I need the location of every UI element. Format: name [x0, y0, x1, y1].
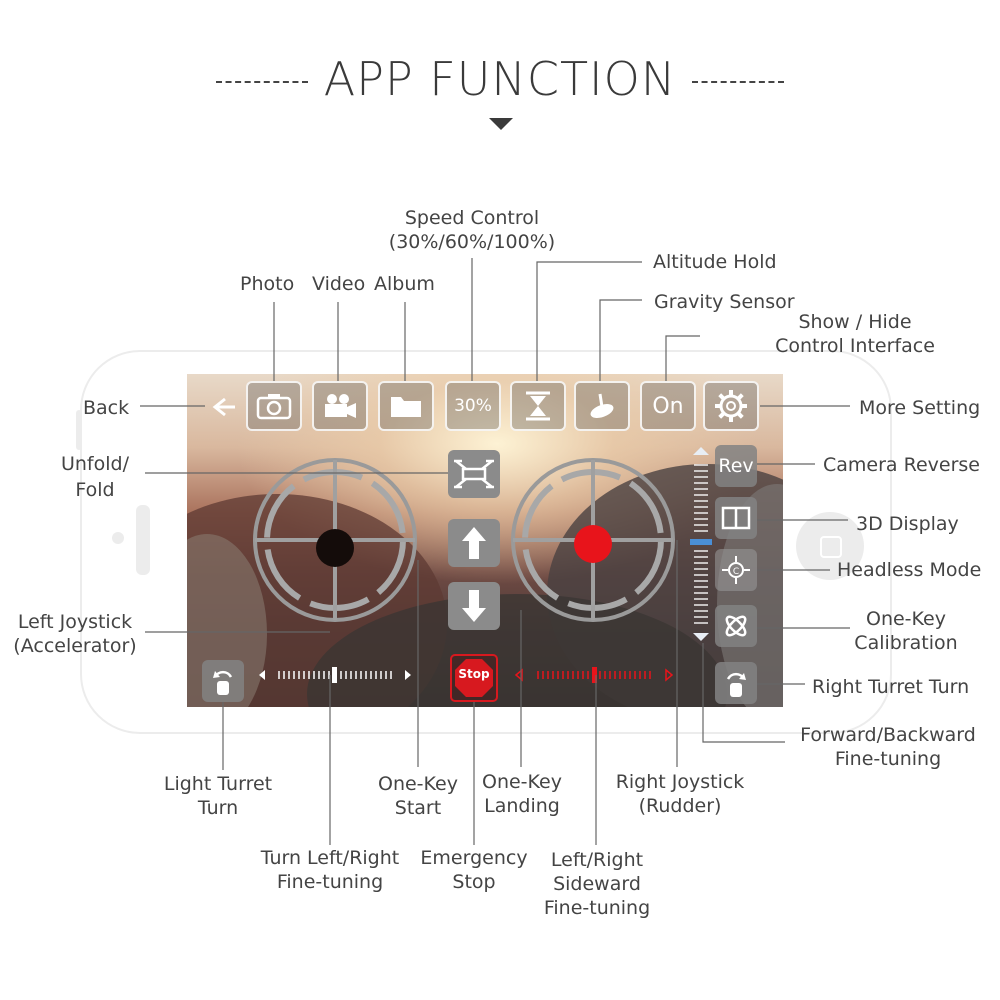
- label-right-turret-turn: Right Turret Turn: [812, 676, 970, 698]
- headless-mode-icon: C: [722, 556, 750, 584]
- headless-mode-button[interactable]: C: [715, 549, 757, 591]
- light-turret-turn-button[interactable]: [202, 660, 244, 702]
- label-camera-reverse: Camera Reverse: [823, 454, 980, 476]
- altitude-hold-button[interactable]: [510, 381, 566, 431]
- right-joystick-knob: [574, 525, 612, 563]
- back-button[interactable]: [205, 394, 239, 420]
- label-left-joystick-1: Left Joystick: [17, 611, 133, 633]
- altitude-hold-icon: [526, 391, 550, 421]
- label-turn-fine-1: Turn Left/Right: [260, 847, 400, 869]
- gear-icon: [715, 390, 747, 422]
- label-right-joystick-2: (Rudder): [638, 795, 722, 817]
- title-down-arrow-icon: [489, 118, 513, 130]
- phone-speaker: [136, 505, 150, 575]
- label-calibration-1: One-Key: [866, 608, 946, 630]
- label-forward-backward-1: Forward/Backward: [800, 724, 976, 746]
- left-joystick[interactable]: [250, 455, 420, 625]
- leader-show-hide: [665, 335, 700, 381]
- label-video: Video: [312, 273, 366, 295]
- label-emergency-1: Emergency: [420, 847, 528, 869]
- label-sideward-1: Left/Right: [550, 849, 644, 871]
- label-headless-mode: Headless Mode: [837, 559, 982, 581]
- folder-icon: [391, 397, 421, 417]
- label-emergency-2: Stop: [452, 871, 496, 893]
- leader-altitude: [536, 261, 642, 381]
- turn-fine-tuning-trim[interactable]: [255, 665, 415, 685]
- label-speed-control: Speed Control: [404, 207, 540, 229]
- label-light-turret-2: Turn: [197, 797, 239, 819]
- turret-turn-icon: [726, 672, 746, 697]
- label-album: Album: [374, 273, 435, 295]
- label-calibration-2: Calibration: [854, 632, 958, 654]
- camera-icon: [256, 394, 292, 420]
- label-light-turret-1: Light Turret: [163, 773, 273, 795]
- arrow-down-icon: [462, 590, 486, 622]
- video-button[interactable]: [312, 381, 368, 431]
- sideward-fine-tuning-trim[interactable]: [512, 665, 677, 685]
- label-altitude-hold: Altitude Hold: [653, 251, 777, 273]
- forward-backward-fine-tuning-trim[interactable]: [688, 445, 714, 643]
- more-setting-button[interactable]: [703, 381, 759, 431]
- label-sideward-3: Fine-tuning: [543, 897, 651, 919]
- label-turn-fine-2: Fine-tuning: [276, 871, 384, 893]
- video-camera-icon: [325, 394, 356, 418]
- photo-button[interactable]: [246, 381, 302, 431]
- label-one-key-start-1: One-Key: [378, 773, 458, 795]
- label-one-key-start-2: Start: [394, 797, 442, 819]
- stop-icon: [455, 659, 493, 697]
- label-speed-values: (30%/60%/100%): [388, 231, 556, 253]
- unfold-icon: [454, 459, 494, 489]
- one-key-landing-button[interactable]: [448, 582, 500, 630]
- label-show-hide-2: Control Interface: [775, 335, 935, 357]
- emergency-stop-label: Stop: [458, 667, 490, 681]
- calibration-icon: [725, 615, 747, 637]
- label-photo: Photo: [240, 273, 295, 295]
- leader-gravity: [599, 299, 642, 381]
- label-forward-backward-2: Fine-tuning: [834, 748, 942, 770]
- svg-text:C: C: [733, 567, 739, 577]
- gravity-sensor-button[interactable]: [574, 381, 630, 431]
- label-one-key-landing-2: Landing: [484, 795, 560, 817]
- 3d-display-button[interactable]: [715, 497, 757, 539]
- label-back: Back: [83, 397, 130, 419]
- phone-side-button: [76, 410, 82, 450]
- label-unfold-2: Fold: [75, 479, 115, 501]
- page-title: APP FUNCTION: [323, 52, 677, 106]
- one-key-calibration-button[interactable]: [715, 605, 757, 647]
- label-one-key-landing-1: One-Key: [482, 771, 562, 793]
- show-hide-button[interactable]: On: [640, 381, 696, 431]
- phone-camera: [112, 532, 124, 544]
- unfold-fold-button[interactable]: [448, 450, 500, 498]
- back-arrow-icon: [212, 397, 235, 417]
- title-divider-right: [692, 81, 784, 83]
- phone-home-button: [796, 512, 864, 580]
- gravity-sensor-icon: [590, 393, 614, 418]
- right-joystick[interactable]: [508, 455, 678, 625]
- speed-control-button[interactable]: 30%: [445, 381, 501, 431]
- label-show-hide-1: Show / Hide: [798, 311, 912, 333]
- right-turret-turn-button[interactable]: [715, 662, 757, 704]
- label-unfold-1: Unfold/: [60, 453, 129, 475]
- title-divider-left: [216, 81, 308, 83]
- label-left-joystick-2: (Accelerator): [13, 635, 137, 657]
- left-joystick-knob: [316, 529, 354, 567]
- one-key-start-button[interactable]: [448, 519, 500, 567]
- phone-outline: [80, 350, 892, 734]
- label-sideward-2: Sideward: [553, 873, 641, 895]
- label-more-setting: More Setting: [859, 397, 981, 419]
- label-3d-display: 3D Display: [856, 513, 959, 535]
- emergency-stop-button[interactable]: [450, 654, 498, 702]
- 3d-display-icon: [721, 506, 751, 530]
- album-button[interactable]: [378, 381, 434, 431]
- label-right-joystick-1: Right Joystick: [615, 771, 745, 793]
- camera-reverse-button[interactable]: Rev: [715, 445, 757, 487]
- arrow-up-icon: [462, 527, 486, 559]
- label-gravity-sensor: Gravity Sensor: [654, 291, 795, 313]
- turret-turn-icon: [213, 670, 233, 695]
- leader-forward-backward: [702, 643, 785, 743]
